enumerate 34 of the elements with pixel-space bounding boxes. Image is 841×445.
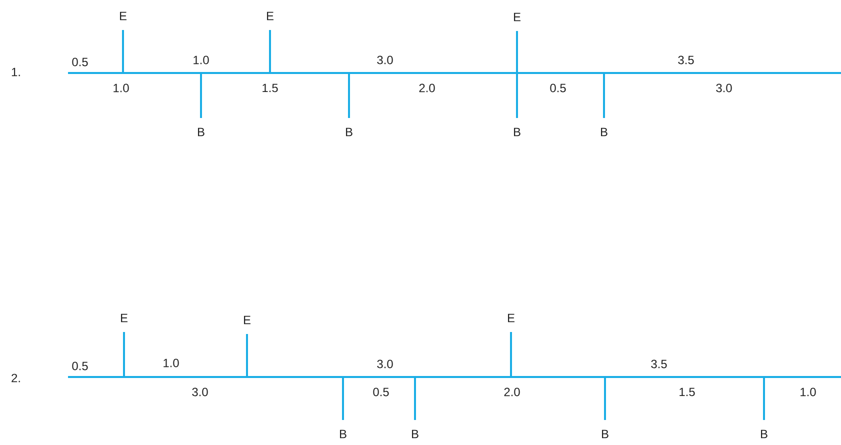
interval-value: 0.5: [373, 388, 389, 396]
interval-value: 3.0: [377, 360, 393, 368]
interval-value: 2.0: [419, 84, 435, 92]
interval-value: 3.5: [651, 360, 667, 368]
row-number: 2.: [12, 374, 20, 382]
tick-label: E: [244, 316, 250, 324]
tick-label: E: [514, 12, 520, 22]
tick-label: B: [346, 128, 352, 136]
tick-label: B: [198, 128, 204, 136]
tick-label: E: [121, 314, 128, 322]
tick-label: E: [120, 12, 126, 20]
interval-value: 0.5: [550, 84, 566, 92]
tick-label: B: [412, 430, 418, 438]
tick-label: E: [508, 314, 514, 322]
interval-value: 1.5: [680, 388, 695, 396]
tick-label: B: [602, 430, 608, 438]
interval-value: 3.5: [678, 56, 694, 64]
interval-value: 1.0: [800, 388, 816, 396]
tick-label: B: [761, 430, 768, 438]
interval-value: 3.0: [377, 56, 393, 64]
row-number: 1.: [12, 68, 20, 76]
interval-value: 1.5: [262, 84, 278, 92]
interval-value: 1.0: [194, 56, 209, 64]
tick-label: B: [514, 128, 520, 136]
interval-value: 1.0: [114, 84, 129, 92]
tick-label: E: [267, 12, 274, 20]
interval-value: 0.5: [72, 58, 88, 66]
interval-value: 1.0: [164, 358, 179, 368]
interval-value: 3.0: [716, 84, 732, 92]
tick-label: B: [340, 430, 346, 438]
interval-value: 3.0: [192, 388, 208, 396]
interval-value: 0.5: [72, 362, 88, 370]
tick-label: B: [601, 128, 608, 136]
interval-value: 2.0: [504, 388, 520, 396]
